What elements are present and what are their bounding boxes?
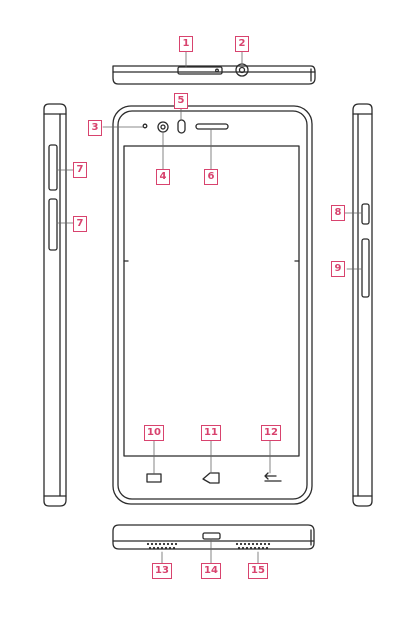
callout-7-lower: 7: [73, 216, 87, 232]
callout-4: 4: [156, 169, 170, 185]
callout-15: 15: [248, 563, 268, 579]
callout-6: 6: [204, 169, 218, 185]
left-side-view: [44, 104, 66, 506]
speaker-grille-right: [236, 543, 270, 549]
front-camera: [158, 122, 168, 132]
screen: [124, 146, 299, 456]
volume-key: [362, 239, 369, 297]
callout-13: 13: [152, 563, 172, 579]
back-key-icon: [265, 473, 281, 481]
light-sensor: [143, 124, 147, 128]
power-key: [362, 204, 369, 224]
speaker-grille-left: [147, 543, 177, 549]
phone-outer-body: [113, 106, 312, 504]
callout-7-upper: 7: [73, 162, 87, 178]
front-view: [113, 106, 312, 504]
sim-tray-upper: [49, 145, 57, 190]
flash-led: [178, 120, 185, 133]
earpiece: [196, 124, 228, 129]
usb-port-icon: [203, 533, 220, 539]
leader-lines: [57, 51, 362, 563]
top-edge-view: [113, 64, 315, 84]
right-side-view: [353, 104, 372, 506]
callout-8: 8: [331, 205, 345, 221]
callout-2: 2: [235, 36, 249, 52]
callout-9: 9: [331, 261, 345, 277]
bottom-edge-view: [113, 525, 314, 549]
callout-10: 10: [144, 425, 164, 441]
sim-tray-lower: [49, 199, 57, 250]
callout-14: 14: [201, 563, 221, 579]
callout-5: 5: [174, 93, 188, 109]
callout-3: 3: [88, 120, 102, 136]
menu-key-icon: [147, 474, 161, 482]
callout-12: 12: [261, 425, 281, 441]
callout-1: 1: [179, 36, 193, 52]
home-key-icon: [203, 473, 219, 483]
callout-11: 11: [201, 425, 221, 441]
